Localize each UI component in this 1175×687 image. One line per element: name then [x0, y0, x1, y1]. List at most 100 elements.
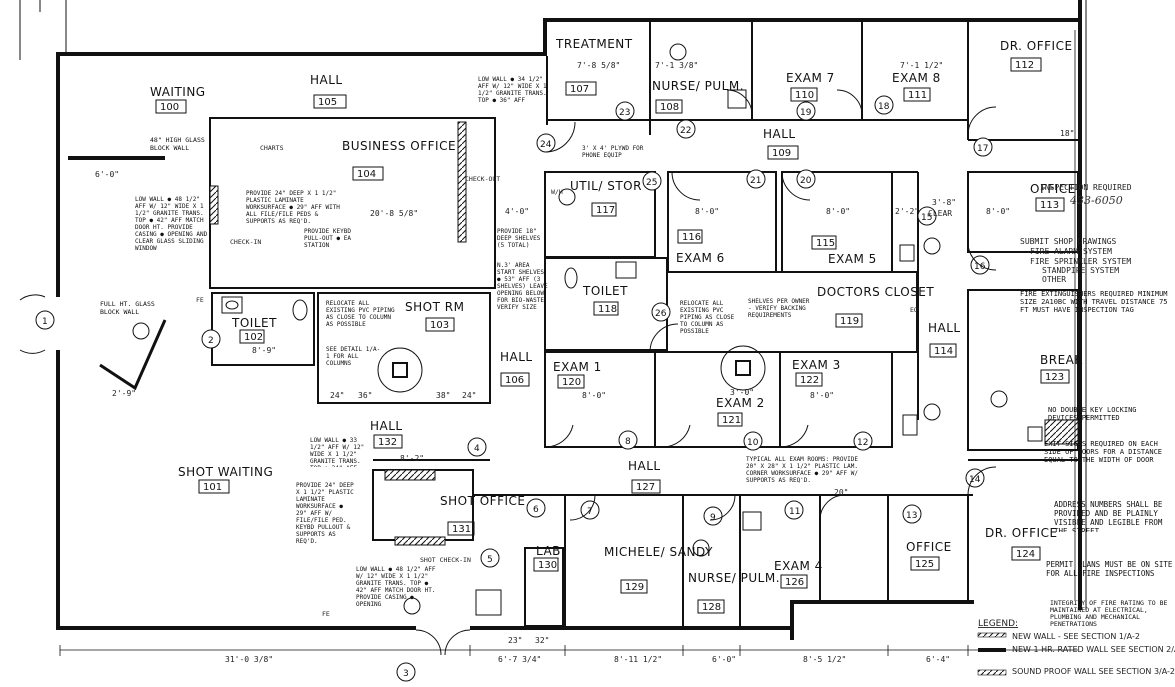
room-number: 121	[722, 415, 741, 426]
section-markers	[132, 43, 1008, 615]
svg-text:8'-0": 8'-0"	[695, 207, 719, 216]
svg-text:26: 26	[655, 309, 667, 319]
room-name: BUSINESS OFFICE	[342, 139, 456, 153]
svg-text:23: 23	[619, 108, 630, 118]
other-note: OTHER	[1042, 275, 1066, 284]
room-name: EXAM 2	[716, 396, 765, 410]
room-name: DR. OFFICE	[985, 526, 1058, 540]
svg-text:18": 18"	[1060, 129, 1074, 138]
room-number: 131	[452, 524, 471, 535]
permit-note: PERMIT PLANS MUST BE ON SITE FOR ALL FIR…	[1046, 560, 1173, 578]
room-number: 127	[636, 482, 655, 493]
svg-text:22: 22	[680, 126, 691, 136]
low-wall-note: LOW WALL ● 48 1/2" AFF W/ 12" WIDE X 1 1…	[135, 196, 208, 252]
svg-text:8: 8	[625, 437, 631, 447]
room-name: EXAM 8	[892, 71, 941, 85]
charts-label: CHARTS	[260, 144, 284, 152]
checkin-label: CHECK-IN	[230, 238, 261, 246]
shelf-area-note: N.3' AREA START SHELVES ● 53" AFF (3 SHE…	[497, 262, 548, 311]
svg-text:31'-0 3/8": 31'-0 3/8"	[225, 655, 273, 664]
svg-text:6'-7 3/4": 6'-7 3/4"	[498, 655, 541, 664]
svg-text:32": 32"	[535, 636, 549, 645]
svg-text:10: 10	[747, 438, 759, 448]
svg-text:2'-9": 2'-9"	[112, 389, 136, 398]
phone-note: 433-6050	[1069, 194, 1123, 207]
svg-text:7'-1 1/2": 7'-1 1/2"	[900, 61, 943, 70]
svg-text:24: 24	[540, 140, 552, 150]
svg-text:13: 13	[906, 511, 917, 521]
relocate-note: RELOCATE ALL EXISTING PVC PIPING AS CLOS…	[326, 300, 395, 328]
small-labels: CHARTS CHECK-OUT CHECK-IN W/H FE FE EQ C…	[196, 144, 952, 618]
door-tag: 23	[615, 101, 635, 121]
sprinkler-note: FIRE SPRINKLER SYSTEM	[1030, 257, 1131, 266]
room-number: 114	[934, 346, 953, 357]
room-name: HALL	[628, 459, 661, 473]
svg-text:24": 24"	[462, 391, 476, 400]
room-name: LAB	[536, 544, 561, 558]
room-number: 110	[795, 90, 814, 101]
checkout-label: CHECK-OUT	[465, 175, 500, 183]
svg-text:36": 36"	[358, 391, 372, 400]
exterior-walls	[19, 0, 1087, 640]
room-name: HALL	[310, 73, 343, 87]
door-tag: 18	[874, 95, 894, 115]
room-name: SHOT OFFICE	[440, 494, 525, 508]
svg-text:8'-2": 8'-2"	[400, 454, 424, 463]
svg-text:6: 6	[533, 505, 539, 515]
svg-text:8'-0": 8'-0"	[810, 391, 834, 400]
door-tag: 25	[642, 171, 662, 191]
svg-text:8'-9": 8'-9"	[252, 346, 276, 355]
room-name: NURSE/ PULM.	[652, 79, 744, 93]
svg-text:7'-8 5/8": 7'-8 5/8"	[577, 61, 620, 70]
legend-item: NEW 1 HR. RATED WALL SEE SECTION 2/A-2	[1012, 645, 1175, 654]
typical-exam-note: TYPICAL ALL EXAM ROOMS: PROVIDE 20" X 28…	[746, 456, 858, 484]
see-detail-note: SEE DETAIL 1/A-1 FOR ALL COLUMNS	[326, 346, 381, 367]
door-tag: 11	[784, 500, 804, 520]
door-tag: 14	[965, 468, 985, 488]
room-number: 122	[800, 375, 819, 386]
svg-text:20: 20	[800, 176, 812, 186]
room-number: 107	[570, 84, 589, 95]
shelves-note: PROVIDE 18" DEEP SHELVES (5 TOTAL)	[497, 228, 541, 249]
glass-block-note: FULL HT. GLASS BLOCK WALL	[100, 300, 155, 316]
room-number-boxes	[155, 57, 1070, 614]
room-number: 102	[244, 332, 263, 343]
room-number: 125	[915, 559, 934, 570]
svg-text:5: 5	[487, 555, 493, 565]
legend: LEGEND: NEW WALL - SEE SECTION 1/A-2 NEW…	[977, 619, 1175, 676]
room-name: EXAM 6	[676, 251, 725, 265]
svg-text:3'-8": 3'-8"	[932, 198, 956, 207]
svg-text:25: 25	[646, 178, 657, 188]
address-note: ADDRESS NUMBERS SHALL BE PROVIDED AND BE…	[1054, 500, 1163, 532]
key-lock-note: NO DOUBLE KEY LOCKING DEVICES PERMITTED	[1048, 406, 1137, 422]
svg-text:38": 38"	[436, 391, 450, 400]
room-number: 117	[596, 205, 615, 216]
svg-text:17: 17	[977, 144, 988, 154]
worksurface-note: PROVIDE 24" DEEP X 1 1/2" PLASTIC LAMINA…	[246, 190, 340, 225]
dimensions: 6'-0" 20'-8 5/8" 4'-0" 7'-8 5/8" 7'-1 3/…	[95, 61, 1074, 664]
block-wall-note: 48" HIGH GLASS BLOCK WALL	[150, 136, 205, 152]
legend-item: NEW WALL - SEE SECTION 1/A-2	[1012, 632, 1140, 641]
svg-text:4'-0": 4'-0"	[505, 207, 529, 216]
exit-sign-note: EXIT SIGNS REQUIRED ON EACH SIDE OF DOOR…	[1044, 440, 1163, 464]
room-name: DR. OFFICE	[1000, 39, 1073, 53]
room-name: TOILET	[582, 284, 628, 298]
svg-text:12: 12	[857, 438, 868, 448]
door-tag: 9	[703, 506, 723, 526]
room-number: 129	[625, 582, 644, 593]
room-name: HALL	[928, 321, 961, 335]
room-name: NURSE/ PULM.	[688, 571, 780, 585]
room-number: 108	[660, 102, 679, 113]
room-number: 126	[785, 577, 804, 588]
room-number: 128	[702, 602, 721, 613]
door-tag: 20	[796, 169, 816, 189]
door-tag: 21	[746, 169, 766, 189]
shelves-owner-note: SHELVES PER OWNER - VERIFY BACKING REQUI…	[748, 298, 810, 319]
svg-text:6'-4": 6'-4"	[926, 655, 950, 664]
fe-label: FE	[196, 296, 204, 304]
room-number: 116	[682, 232, 701, 243]
svg-text:8'-0": 8'-0"	[826, 207, 850, 216]
relocate-note: RELOCATE ALL EXISTING PVC PIPING AS CLOS…	[680, 300, 735, 335]
room-name: TREATMENT	[555, 37, 633, 51]
inspection-note: INSPECTION REQUIRED	[1040, 183, 1132, 192]
